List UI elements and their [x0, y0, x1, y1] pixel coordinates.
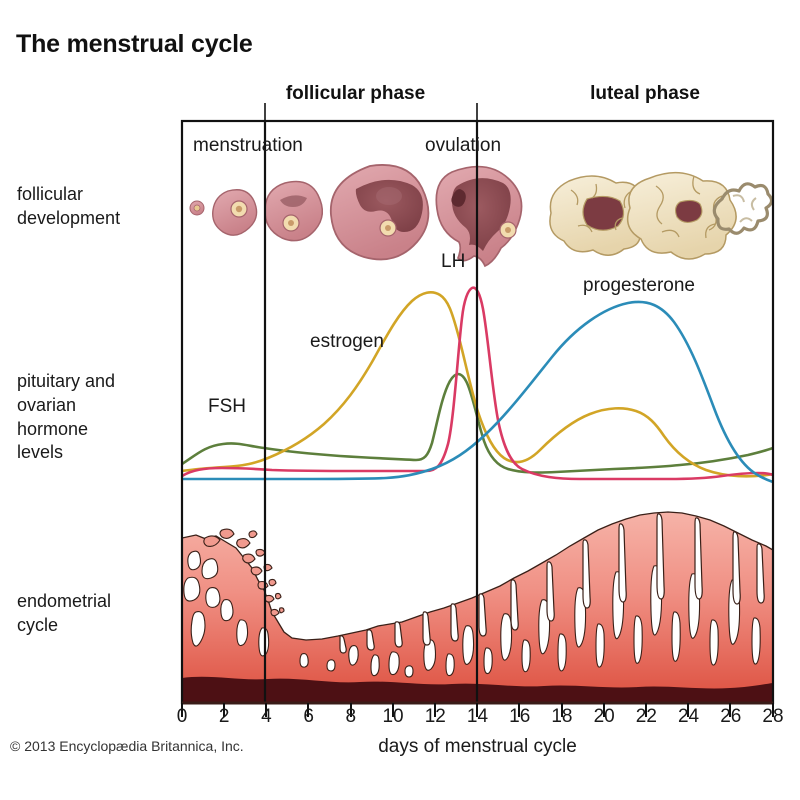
endometrium-surface-notches	[339, 513, 765, 654]
label-menstruation: menstruation	[193, 135, 303, 156]
curve-label-fsh: FSH	[208, 396, 246, 417]
row-label-line: hormone	[17, 418, 89, 439]
x-axis-tick-label: 10	[382, 706, 404, 727]
row-label-endometrial-cycle: endometrial cycle	[17, 590, 111, 638]
x-axis-tick-label: 12	[424, 706, 446, 727]
curve-estrogen	[182, 291, 773, 478]
curve-label-estrogen: estrogen	[310, 331, 384, 352]
luteal-phase-header: luteal phase	[590, 83, 700, 104]
page-title: The menstrual cycle	[16, 30, 253, 58]
row-label-line: cycle	[17, 614, 59, 635]
x-axis-title: days of menstrual cycle	[378, 736, 577, 757]
x-axis-tick-label: 14	[466, 706, 489, 727]
endometrium-shedding-fragments	[203, 528, 285, 617]
row-label-line: pituitary and	[17, 371, 116, 391]
curve-progesterone	[182, 300, 773, 484]
x-axis-tick-label: 28	[762, 706, 784, 727]
curve-label-lh: LH	[441, 251, 466, 272]
row-label-line: endometrial	[17, 591, 112, 611]
label-ovulation: ovulation	[425, 135, 502, 156]
row-label-line: follicular	[17, 184, 84, 204]
follicle-development-row	[189, 164, 774, 268]
x-axis-tick-label: 26	[720, 706, 742, 727]
corpus-luteum-mature	[626, 172, 737, 260]
row-label-line: levels	[17, 442, 64, 463]
x-axis-tick-label: 20	[593, 706, 615, 727]
corpus-albicans	[712, 182, 774, 235]
x-axis-tick-label: 8	[345, 706, 357, 727]
x-axis-tick-label: 18	[551, 706, 573, 727]
follicular-phase-header: follicular phase	[285, 83, 426, 104]
x-axis-tick-label: 2	[218, 706, 230, 727]
endometrium-glands-menstrual	[183, 550, 270, 657]
follicle-antral	[329, 164, 430, 261]
x-axis-ticks	[181, 703, 774, 717]
row-label-hormone-levels: pituitary and ovarian hormone levels	[17, 370, 115, 465]
curve-label-progesterone: progesterone	[583, 275, 695, 296]
curve-fsh	[182, 372, 773, 474]
x-axis-tick-label: 22	[635, 706, 657, 727]
row-label-line: development	[17, 207, 121, 228]
x-axis	[181, 701, 774, 717]
x-axis-tick-label: 0	[176, 706, 188, 727]
row-label-follicular-development: follicular development	[17, 183, 120, 231]
follicle-primary	[212, 189, 258, 236]
x-axis-tick-label: 6	[303, 706, 314, 727]
x-axis-tick-label: 16	[509, 706, 531, 727]
follicle-secondary	[264, 180, 324, 242]
x-axis-tick-label: 24	[677, 706, 700, 727]
corpus-luteum-forming	[549, 175, 649, 256]
row-label-line: ovarian	[17, 394, 77, 415]
follicle-primordial	[189, 200, 205, 216]
x-axis-tick-label: 4	[261, 706, 272, 727]
follicle-ovulating	[435, 165, 523, 268]
copyright-notice: © 2013 Encyclopædia Britannica, Inc.	[10, 738, 244, 754]
